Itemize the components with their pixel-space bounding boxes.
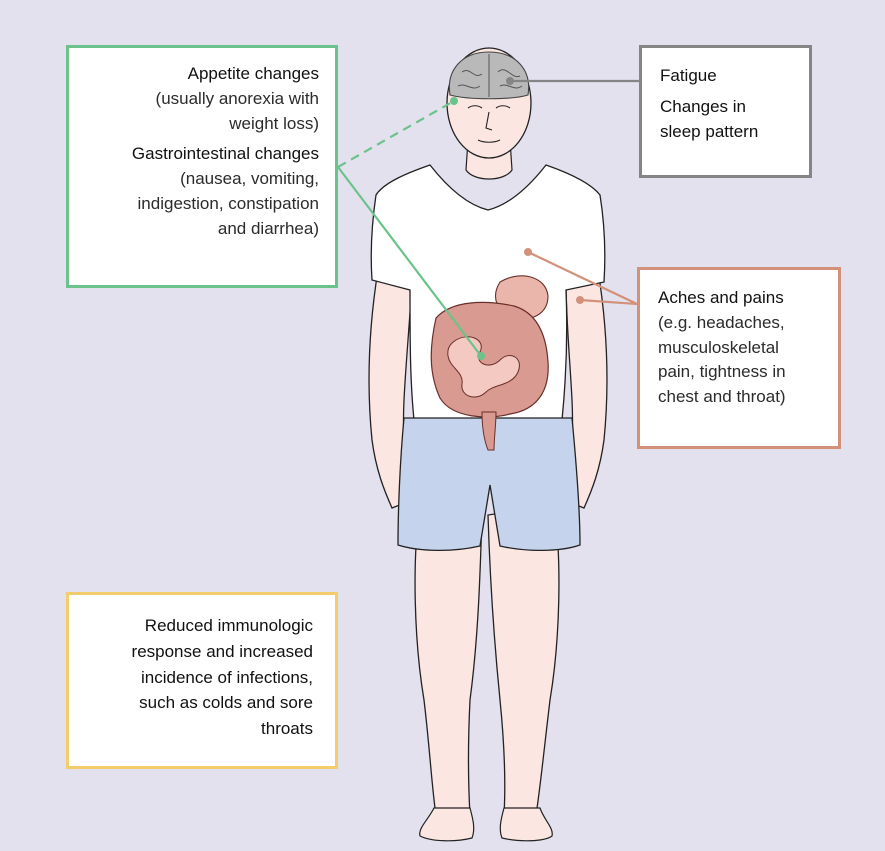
fatigue-line: Fatigue [660,64,797,89]
gi-detail-line: and diarrhea) [79,217,319,242]
immune-line: incidence of infections, [79,665,313,691]
aches-title: Aches and pains [658,286,828,311]
immune-callout: Reduced immunologic response and increas… [66,592,338,769]
sleep-line: sleep pattern [660,120,797,145]
immune-line: response and increased [79,639,313,665]
aches-detail-line: chest and throat) [658,385,828,410]
fatigue-callout: Fatigue Changes in sleep pattern [639,45,812,178]
immune-line: such as colds and sore [79,690,313,716]
aches-detail-line: (e.g. headaches, [658,311,828,336]
appetite-title: Appetite changes [79,62,319,87]
immune-line: throats [79,716,313,742]
appetite-callout: Appetite changes (usually anorexia with … [66,45,338,288]
immune-line: Reduced immunologic [79,613,313,639]
aches-detail-line: pain, tightness in [658,360,828,385]
appetite-detail-line: (usually anorexia with [79,87,319,112]
appetite-detail-line: weight loss) [79,112,319,137]
feet [420,808,553,841]
gi-title: Gastrointestinal changes [79,142,319,167]
sleep-line: Changes in [660,95,797,120]
aches-detail-line: musculoskeletal [658,336,828,361]
legs [415,505,559,815]
aches-callout: Aches and pains (e.g. headaches, musculo… [637,267,841,449]
gi-detail-line: (nausea, vomiting, [79,167,319,192]
gi-detail-line: indigestion, constipation [79,192,319,217]
